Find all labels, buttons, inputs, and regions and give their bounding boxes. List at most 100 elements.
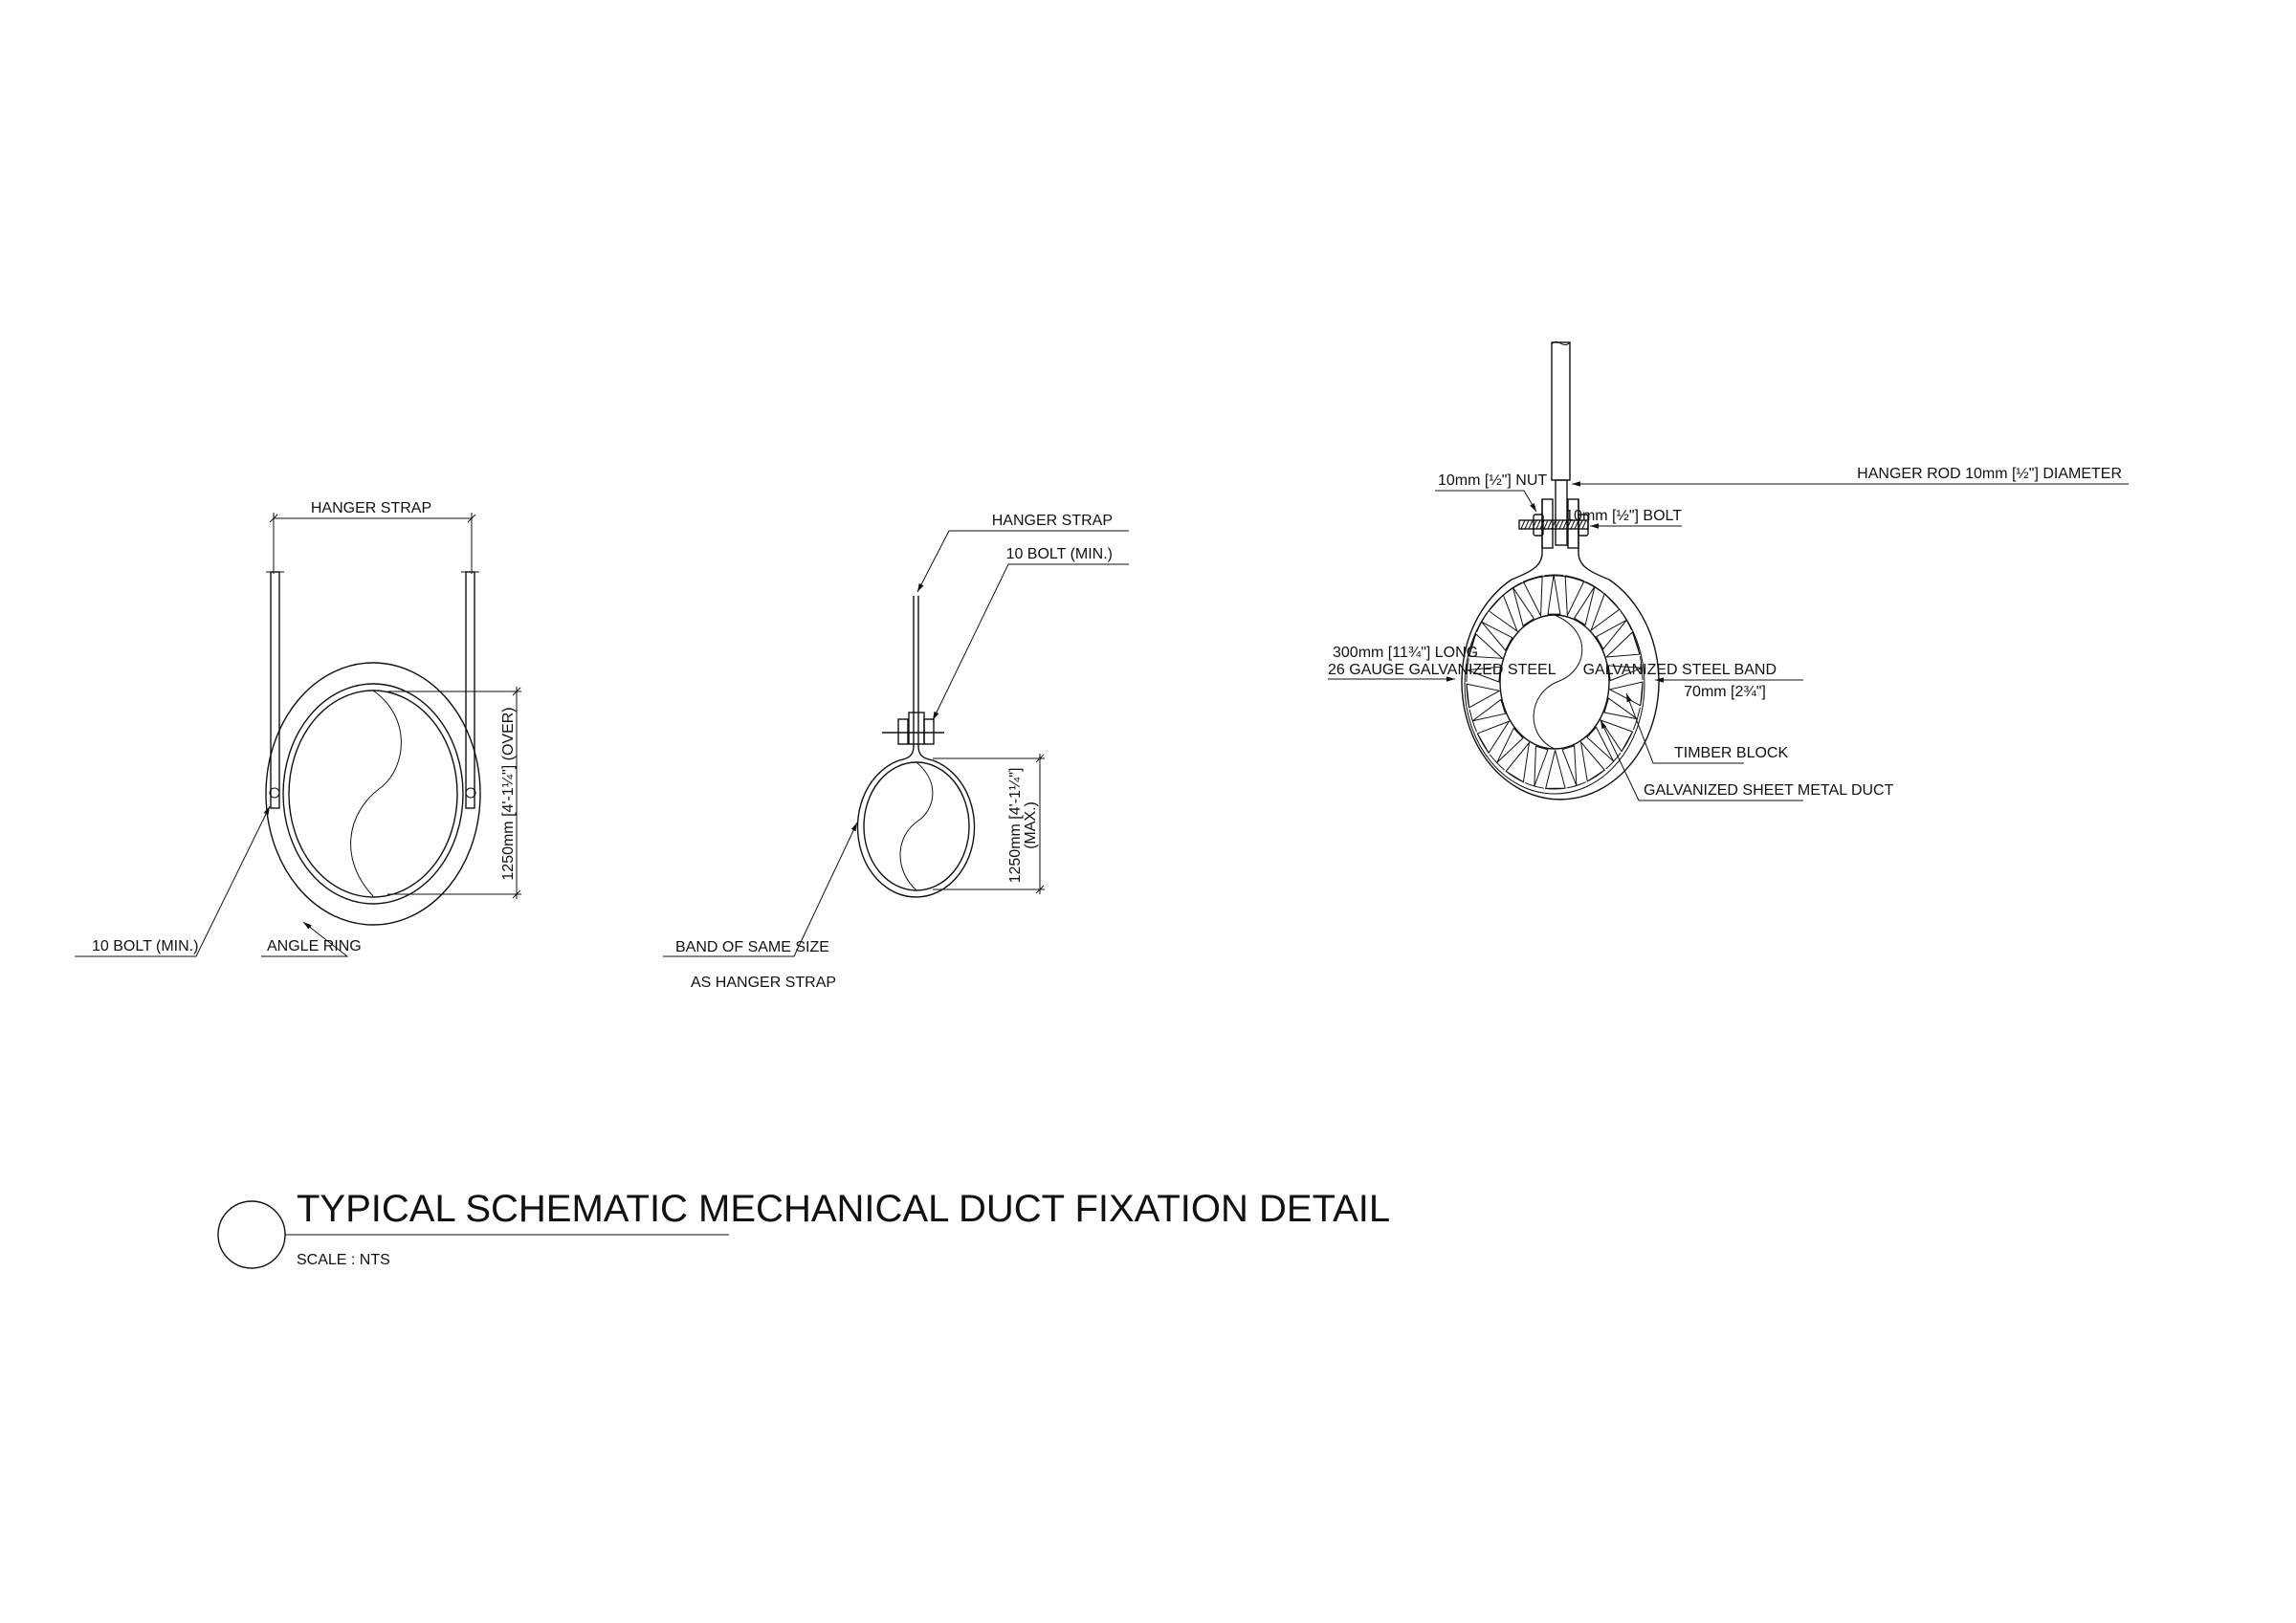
angle-ring-inner [282, 683, 464, 905]
hanger-strap-left [270, 571, 280, 809]
timber-block-edge [1504, 581, 1522, 595]
thread-mark [1520, 519, 1526, 530]
nut-left-icon [1533, 514, 1544, 537]
leader-timber [1625, 692, 1744, 764]
timber-block [1488, 594, 1519, 633]
thread-mark [1528, 519, 1534, 530]
timber-block [1512, 587, 1535, 627]
duct-s-curve [899, 761, 934, 891]
timber-block [1476, 720, 1511, 755]
timber-block-edge [1620, 610, 1633, 631]
thread-mark [1558, 519, 1564, 530]
timber-block-edge [1640, 681, 1644, 706]
thread-mark [1535, 519, 1541, 530]
timber-block-edge [1605, 752, 1622, 770]
label-steel-band: GALVANIZED STEEL BAND [1583, 662, 1777, 678]
timber-block-edge [1523, 575, 1543, 582]
label-bolt-min: 10 BOLT (MIN.) [92, 938, 198, 954]
band-strap [856, 596, 976, 898]
thread-mark [1547, 519, 1553, 530]
label-timber-block: TIMBER BLOCK [1674, 745, 1788, 761]
timber-block [1579, 740, 1606, 782]
timber-block-edge [1468, 633, 1477, 657]
duct-circle [1499, 614, 1610, 750]
strap-plate [908, 712, 925, 745]
label-band-1: BAND OF SAME SIZE [675, 939, 829, 955]
detail-reference-circle [217, 1200, 286, 1269]
timber-block-edge [1505, 770, 1524, 783]
timber-block [1564, 575, 1585, 618]
timber-block-edge [1565, 575, 1585, 581]
duct-s-curve [350, 690, 402, 897]
detail-angle-ring: HANGER STRAP 1250mm [4'-1¼"] (OVER) 10 B… [75, 500, 521, 957]
timber-block [1608, 681, 1644, 707]
timber-block [1561, 745, 1578, 786]
timber-block [1607, 665, 1643, 682]
label-band-width: 70mm [2¾"] [1684, 684, 1766, 700]
timber-block [1496, 727, 1524, 763]
timber-block-edge [1476, 733, 1490, 754]
detail-strap-band: 1250mm [4'-1¼"] (MAX.) HANGER STRAP 10 B… [663, 513, 1129, 991]
thread-mark [1524, 519, 1530, 530]
detail-hanger-rod-timber: HANGER ROD 10mm [½"] DIAMETER 10mm [½"] … [1328, 340, 2129, 801]
timber-block [1599, 719, 1634, 753]
timber-block-edge [1566, 781, 1586, 789]
timber-block [1466, 683, 1501, 709]
label-angle-ring: ANGLE RING [267, 938, 362, 954]
drawing-scale: SCALE : NTS [297, 1252, 390, 1268]
timber-block-edge [1466, 684, 1470, 708]
timber-block [1505, 740, 1531, 783]
timber-block-edge [1466, 658, 1469, 683]
steel-band-outer [1461, 499, 1660, 801]
timber-block [1547, 574, 1561, 615]
leader-angle-ring [261, 921, 349, 957]
angle-ring-outer [265, 662, 481, 926]
label-bolt: 10mm [½"] BOLT [1565, 508, 1682, 524]
thread-mark [1570, 519, 1576, 530]
galvanized-steel-inner [1464, 575, 1645, 795]
rod-break [1551, 340, 1571, 346]
thread-mark [1551, 519, 1556, 530]
timber-blocks [1466, 574, 1644, 790]
leader-duct [1600, 719, 1803, 801]
label-hanger-strap: HANGER STRAP [311, 500, 431, 516]
bolt-right-icon [465, 787, 476, 799]
label-nut: 10mm [½"] NUT [1438, 472, 1547, 489]
label-band-2: AS HANGER STRAP [691, 975, 836, 991]
timber-block-edge [1639, 656, 1644, 680]
label-hanger-rod: HANGER ROD 10mm [½"] DIAMETER [1857, 466, 2122, 482]
leader-bolt [75, 805, 271, 957]
label-bolt-min: 10 BOLT (MIN.) [1006, 546, 1113, 562]
timber-block-edge [1489, 754, 1506, 771]
timber-block-edge [1545, 787, 1566, 790]
leader-nut [1435, 490, 1537, 513]
rod-end [1555, 479, 1568, 546]
thread-mark [1562, 519, 1568, 530]
timber-block [1586, 726, 1615, 762]
timber-block [1604, 631, 1641, 658]
label-steel-2: 26 GAUGE GALVANIZED STEEL [1328, 662, 1556, 678]
hanger-rod [1551, 341, 1571, 481]
nut-left-icon [897, 718, 909, 745]
leader-band [663, 822, 858, 957]
timber-block [1590, 592, 1621, 632]
label-dimension-max-2: (MAX.) [1023, 801, 1039, 849]
timber-block-edge [1632, 631, 1641, 655]
timber-block [1534, 745, 1549, 787]
timber-block-edge [1587, 769, 1605, 782]
timber-block [1467, 666, 1501, 683]
thread-mark [1566, 519, 1572, 530]
title-block: TYPICAL SCHEMATIC MECHANICAL DUCT FIXATI… [217, 1188, 1390, 1269]
drawing-title: TYPICAL SCHEMATIC MECHANICAL DUCT FIXATI… [297, 1188, 1390, 1230]
timber-block-edge [1488, 594, 1504, 612]
thread-mark [1543, 519, 1549, 530]
thread-mark [1555, 519, 1560, 530]
timber-block [1522, 575, 1543, 618]
timber-block-edge [1632, 707, 1641, 731]
label-dimension-max-1: 1250mm [4'-1¼"] [1007, 768, 1024, 884]
timber-block-edge [1621, 731, 1633, 752]
timber-block-edge [1524, 782, 1544, 789]
duct-circle [863, 761, 970, 891]
timber-block-edge [1585, 581, 1604, 594]
